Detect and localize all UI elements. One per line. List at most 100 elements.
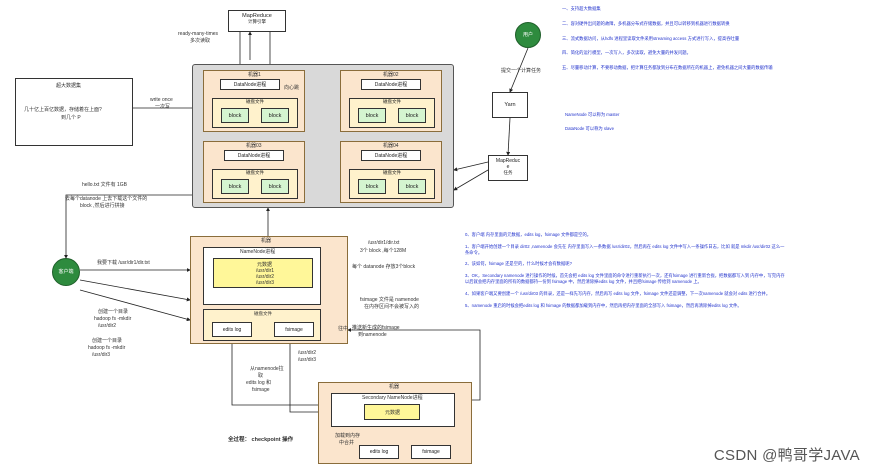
namenode-metadata: 元数据 /usr/dir1 /usr/dir2 /usr/dir3 [213,258,313,288]
namenode-machine: 机器 NameNode进程 元数据 /usr/dir1 /usr/dir2 /u… [190,236,348,344]
step-item: 3、OK，Secondary namenode 进行操作的时候，首先会把 edi… [465,273,785,284]
download-label: 我要下载 /usr/dir1/dir.txt [97,260,150,266]
namenode-dir1: /usr/dir1 [256,268,275,274]
machine-4-label: 机器04 [383,143,399,149]
machine-1-disk-label: 磁盘文件 [246,99,264,104]
checkpoint-note: 全过程： checkpoint 操作 [228,437,294,443]
copy-from-nn-note3: edits log 和 [246,380,272,386]
user-node: 用户 [515,22,541,48]
mapreduce-engine-box: MapReduce 计算引擎 [228,10,286,32]
create-dir1-label: 创建一个目录 [98,309,129,315]
yarn-to-task-arrow [506,117,511,156]
machine-2-disk-label: 磁盘文件 [383,99,401,104]
machine-2-block-a: block [358,108,386,123]
step-item: 4、如果客户端又要创建一个 /usr/dir03 的目录，还是一样先写内存，然后… [465,290,771,296]
namenode-machine-title: 机器 [261,238,272,244]
machine-1-block-a: block [221,108,249,123]
copy-from-nn-note: 从namenode拉 [250,366,284,372]
client-node: 客户端 [52,258,80,286]
mapreduce-task-box: MapReduc e 任务 [488,155,528,181]
create-dir1-path: /usr/dir2 [98,323,117,329]
machine-4: 机器04 DataNode进程 磁盘文件 block block [340,141,442,203]
machine-4-disk: 磁盘文件 block block [349,169,435,199]
secondary-edits-log: edits log [359,445,399,459]
usr-dir3-note: /usr/dir3 [298,357,317,363]
secondary-machine-title: 机器 [389,384,400,390]
namenode-disk-label: 磁盘文件 [254,311,272,316]
machine-4-block-a: block [358,179,386,194]
many-reads-label: 多次读取 [190,38,211,44]
namenode-process-label: NameNode进程 [240,249,276,255]
merge-fsimage-note2: 到namenode [358,332,387,338]
secondary-metadata-label: 元数据 [385,410,401,416]
machine-1-datanode: DataNode进程 [220,79,280,90]
namenode-dir3: /usr/dir3 [256,280,275,286]
namenode-dir2: /usr/dir2 [256,274,275,280]
machine-3: 机器03 DataNode进程 磁盘文件 block block [203,141,305,203]
three-block-note: 3个 block ,每个128M [360,248,407,254]
mapreduce-title: MapReduce [242,13,272,19]
feature-list: 一、支持超大数据集 二、容对硬件出问题的故障，多机器分布式存储数据，并且可以转移… [562,6,862,71]
create-dir2-label: 创建一个目录 [92,338,123,344]
secondary-process: Secondary NameNode进程 元数据 [331,393,455,427]
user-label: 用户 [522,32,533,38]
feature-item: 三、流式数据访问，从hdfs 进程里读取文件采用streaming access… [562,35,740,41]
create-dir2-path: /usr/dir3 [92,352,111,358]
machine-3-label: 机器03 [246,143,262,149]
hello-file-label: hello.txt 文件有 1GB [82,182,128,188]
namenode-metadata-label: 元数据 [257,262,273,268]
dataset-note-line1: 超大数据集 [56,83,82,89]
machine-2-label: 机器02 [383,72,399,78]
mapreduce-task-line3: 任务 [503,170,513,175]
nn-to-secondary-a-arrow [231,340,331,407]
machine-3-datanode: DataNode进程 [224,150,284,161]
yarn-box: Yarn [492,92,528,118]
machine-1-disk: 磁盘文件 block block [212,98,298,128]
feature-item: 一、支持超大数据集 [562,6,601,11]
heartbeat-label: 向心跳 [284,85,300,91]
machine-3-disk: 磁盘文件 block block [212,169,298,199]
each-datanode-note: 每个 datanode 存放3个block [352,264,416,270]
machine-1-block-b: block [261,108,289,123]
namenode-fsimage: fsimage [274,322,314,337]
find-datanode-label: 去每个datanode 上去下载这个文件的 [65,196,148,202]
copy-from-nn-note2: 取 [258,373,264,379]
machine-3-block-a: block [221,179,249,194]
mapreduce-task-line2: e [506,164,510,170]
secondary-machine: 机器 Secondary NameNode进程 元数据 加载到内存 中合并 ed… [318,382,472,464]
load-mem-note2: 中合并 [339,440,355,446]
create-dir1-cmd: hadoop fs -mkdir [94,316,132,322]
client-label: 客户端 [58,269,74,275]
copy-from-nn-note4: fsimage [252,387,270,393]
nn-to-secondary-b-arrow [289,340,331,414]
machine-4-block-b: block [398,179,426,194]
secondary-fsimage: fsimage [411,445,451,459]
merge-fsimage-note: 推送新生成的fsimage [352,325,400,331]
submit-task-label: 提交一个计算任务 [501,68,542,74]
ready-many-times-label: ready-many-times [178,31,219,37]
load-mem-note: 加载到内存 [335,433,361,439]
dataset-note: 超大数据集 几十亿上百亿数据，存储着在上面? 到几个 P [15,78,133,146]
step-item: 2、该如何，fsimage 还是空的，什么时候才会有数据呢? [465,261,572,267]
machine-3-disk-label: 磁盘文件 [246,170,264,175]
machine-2-disk: 磁盘文件 block block [349,98,435,128]
usr-dir1-note: /usr/dir1/dir.txt [368,240,400,246]
step-item: 0、客户端 内存里面的元数据，edits log，fsimage 文件都是空的。 [465,232,592,237]
block-merge-label: block ,然后进行拼接 [80,203,125,209]
datanode-role: DataNode 可以称为 slave [565,126,614,131]
task-to-cluster-a-arrow [453,161,489,172]
yarn-label: Yarn [504,102,516,108]
namenode-edits-log: edits log [212,322,252,337]
watermark: CSDN @鸭哥学JAVA [713,447,860,464]
user-to-yarn-arrow [509,47,529,93]
step-item: 5、namenode 重启的时候会把edits log 和 fsimage 的数… [465,302,742,308]
secondary-metadata: 元数据 [364,404,420,420]
write-in-note: 往中 [338,326,349,332]
mapreduce-task-line1: MapReduc [495,158,521,164]
feature-item: 五、尽量移动计算，不要移动数据，把计算任务都放到分布在数据所在的机器上，避免机器… [562,65,773,71]
namenode-disk: 磁盘文件 edits log fsimage [203,309,321,341]
usr-dir2-note: /usr/dir2 [298,350,317,356]
steps-list: 0、客户端 内存里面的元数据，edits log，fsimage 文件都是空的。… [465,232,785,308]
dataset-note-line3: 到几个 P [61,115,81,121]
client-to-nn-c-arrow [79,289,191,322]
